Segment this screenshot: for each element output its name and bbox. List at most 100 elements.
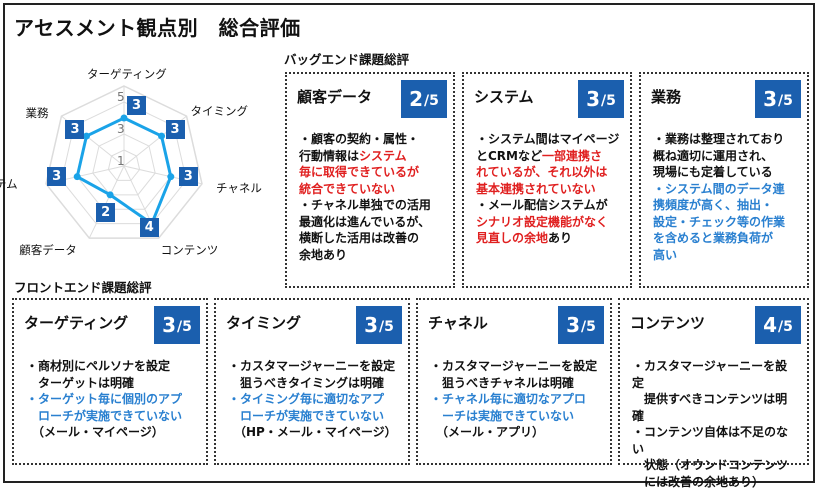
radar-point — [107, 191, 114, 198]
card-line: ・タイミング毎に適切なアプ — [228, 391, 400, 408]
card-text-segment: 携頻度が高く、抽出・ — [653, 198, 773, 212]
card-body: ・業務は整理されており概ね適切に運用され、現場にも定着している・システム間のデー… — [653, 131, 799, 263]
card-text-segment: ・ターゲット毎に個別のアプ — [26, 392, 182, 406]
card-text-segment: ターゲットは明確 — [26, 376, 134, 390]
card-line: 横断した活用は改善の — [299, 230, 445, 247]
card-line: とCRMなど一部連携さ — [476, 148, 622, 165]
card-line: れているが、それ以外は — [476, 164, 622, 181]
score-badge: 3/5 — [154, 306, 200, 344]
card-text-segment: ・タイミング毎に適切なアプ — [228, 392, 384, 406]
radar-value-badge: 3 — [179, 167, 198, 186]
card-text-segment: システム — [359, 149, 407, 163]
card-text-segment: ・チャネル毎に適切なアプロ — [430, 392, 586, 406]
card-line: 最適化は進んでいるが、 — [299, 214, 445, 231]
card-text-segment: 最適化は進んでいるが、 — [299, 215, 430, 229]
card-text-segment: 高い — [653, 248, 677, 262]
card-line: ・カスタマージャーニーを設定 — [430, 358, 602, 375]
card-text-segment: 設定・チェック等の作業 — [653, 215, 785, 229]
score-denominator: /5 — [379, 319, 394, 335]
card-text-segment: （メール・アプリ） — [430, 425, 544, 439]
card-text-segment: ・顧客の契約・属性・ — [299, 132, 419, 146]
score-value: 3 — [162, 313, 176, 337]
card-line: ターゲットは明確 — [26, 375, 198, 392]
radar-point — [121, 115, 128, 122]
card-text-segment: 狙うべきチャネルは明確 — [430, 376, 574, 390]
card-title: ターゲティング — [24, 312, 128, 333]
score-value: 3 — [763, 87, 777, 111]
card-title: 業務 — [651, 86, 681, 107]
radar-value-badge: 3 — [47, 167, 66, 186]
card-text-segment: 状態（オウンドコンテンツ — [632, 458, 788, 472]
card-line: を含めると業務負荷が — [653, 230, 799, 247]
card-text-segment: シナリオ設定機能がなく — [476, 215, 608, 229]
card-title: 顧客データ — [297, 86, 372, 107]
card-line: ・顧客の契約・属性・ — [299, 131, 445, 148]
card-line: ・カスタマージャーニーを設定 — [228, 358, 400, 375]
card-line: （メール・アプリ） — [430, 424, 602, 441]
radar-axis-label: 業務 — [25, 105, 48, 121]
card-text-segment: 現場にも定着している — [653, 165, 773, 179]
card-text-segment: ・カスタマージャーニーを設定 — [430, 359, 597, 373]
score-badge: 3/5 — [558, 306, 604, 344]
score-badge: 3/5 — [578, 80, 624, 118]
card-title: システム — [474, 86, 534, 107]
card-title: チャネル — [428, 312, 488, 333]
radar-value-badge: 4 — [140, 218, 159, 237]
score-value: 3 — [586, 87, 600, 111]
card-text-segment: ・システム間のデータ連 — [653, 182, 785, 196]
radar-axis-label: タイミング — [191, 103, 249, 119]
card-body: ・システム間はマイページとCRMなど一部連携されているが、それ以外は基本連携され… — [476, 131, 622, 247]
card-line: ・コンテンツ自体は不足のない — [632, 424, 799, 457]
card-body: ・カスタマージャーニーを設定 提供すべきコンテンツは明確・コンテンツ自体は不足の… — [632, 358, 799, 490]
card-text-segment: ・コンテンツ自体は不足のない — [632, 425, 788, 456]
radar-scale-label: 3 — [117, 122, 125, 136]
card-line: 見直しの余地あり — [476, 230, 622, 247]
radar-axis-label: コンテンツ — [161, 242, 219, 258]
score-denominator: /5 — [177, 319, 192, 335]
card-body: ・商材別にペルソナを設定 ターゲットは明確・ターゲット毎に個別のアプ ローチが実… — [26, 358, 198, 441]
score-value: 2 — [409, 87, 423, 111]
card-text-segment: ローチが実施できていない — [26, 409, 182, 423]
score-denominator: /5 — [778, 319, 793, 335]
card-text-segment: 基本連携されていない — [476, 182, 596, 196]
radar-axis-label: チャネル — [216, 180, 262, 196]
radar-value-badge: 3 — [127, 96, 146, 115]
page-title: アセスメント観点別 総合評価 — [14, 12, 301, 41]
score-value: 3 — [364, 313, 378, 337]
card-line: シナリオ設定機能がなく — [476, 214, 622, 231]
card-text-segment: ローチが実施できていない — [228, 409, 384, 423]
score-denominator: /5 — [424, 93, 439, 109]
card-text-segment: 毎に取得できているが — [299, 165, 419, 179]
card-line: 統合できていない — [299, 181, 445, 198]
card-line: ・チャネル単独での活用 — [299, 197, 445, 214]
radar-scale-label: 5 — [117, 90, 125, 104]
card-line: （HP・メール・マイページ） — [228, 424, 400, 441]
card-channel: チャネル 3/5 ・カスタマージャーニーを設定 狙うべきチャネルは明確・チャネル… — [416, 298, 612, 465]
card-body: ・顧客の契約・属性・行動情報はシステム毎に取得できているが統合できていない・チャ… — [299, 131, 445, 263]
card-line: ・商材別にペルソナを設定 — [26, 358, 198, 375]
card-text-segment: あり — [548, 231, 572, 245]
radar-value-badge: 3 — [65, 120, 84, 139]
radar-axis-label: 顧客データ — [19, 242, 77, 258]
radar-value-badge: 2 — [96, 203, 115, 222]
card-line: 設定・チェック等の作業 — [653, 214, 799, 231]
card-line: 基本連携されていない — [476, 181, 622, 198]
card-line: ・業務は整理されており — [653, 131, 799, 148]
score-denominator: /5 — [778, 93, 793, 109]
score-badge: 3/5 — [356, 306, 402, 344]
radar-axis-label: システム — [0, 176, 18, 192]
card-text-segment: ・メール配信システムが — [476, 198, 608, 212]
card-text-segment: 行動情報は — [299, 149, 359, 163]
card-text-segment: ーチは実施できていない — [430, 409, 574, 423]
card-line: ・システム間のデータ連 — [653, 181, 799, 198]
card-line: ・ターゲット毎に個別のアプ — [26, 391, 198, 408]
card-text-segment: ・チャネル単独での活用 — [299, 198, 431, 212]
card-targeting: ターゲティング 3/5 ・商材別にペルソナを設定 ターゲットは明確・ターゲット毎… — [12, 298, 208, 465]
card-line: 携頻度が高く、抽出・ — [653, 197, 799, 214]
score-denominator: /5 — [601, 93, 616, 109]
card-line: ・システム間はマイページ — [476, 131, 622, 148]
card-line: 状態（オウンドコンテンツ — [632, 457, 799, 474]
card-text-segment: 見直しの余地 — [476, 231, 548, 245]
card-timing: タイミング 3/5 ・カスタマージャーニーを設定 狙うべきタイミングは明確・タイ… — [214, 298, 410, 465]
card-text-segment: 一部連携さ — [542, 149, 602, 163]
